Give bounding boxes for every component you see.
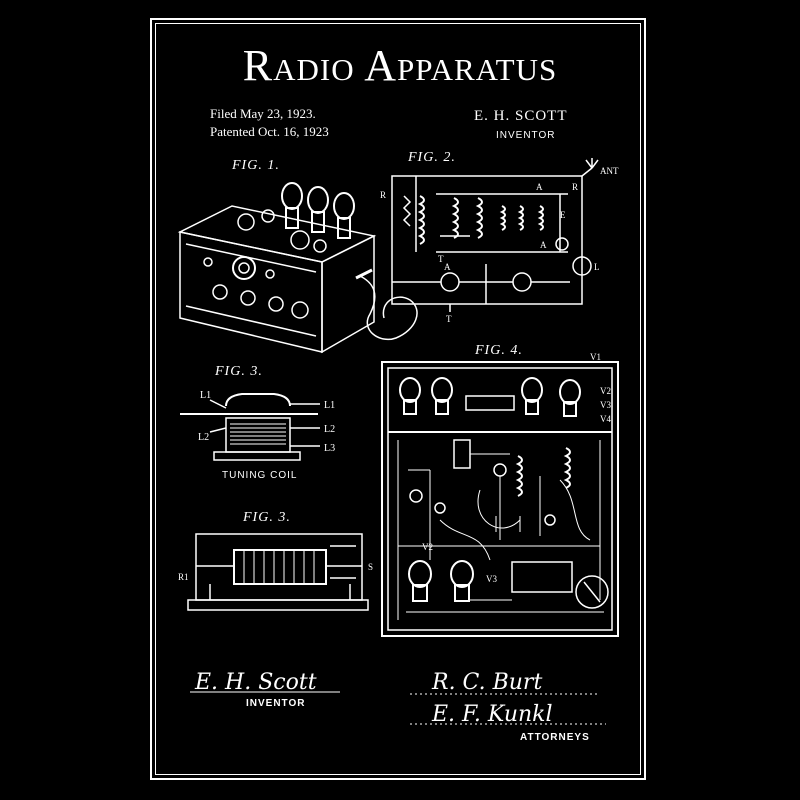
- svg-text:T: T: [446, 314, 452, 324]
- fig3-bottom-text: R1 S: [178, 562, 373, 582]
- inventor-signature: E. H. Scott: [195, 670, 317, 695]
- inventor-label: INVENTOR: [496, 130, 556, 141]
- svg-text:V3: V3: [486, 574, 497, 584]
- fig2-label: FIG. 2.: [408, 150, 456, 165]
- svg-text:A: A: [540, 240, 547, 250]
- svg-text:R: R: [572, 182, 578, 192]
- fig1-radio-box: [177, 182, 418, 354]
- svg-text:L1: L1: [324, 400, 335, 411]
- svg-text:L3: L3: [324, 443, 335, 454]
- fig4-label: FIG. 4.: [475, 343, 523, 358]
- fig4-wiring-diagram: [381, 361, 619, 637]
- fig4-text: V1 V2 V3 V4 V2 V3: [422, 352, 611, 584]
- svg-text:ANT: ANT: [600, 166, 619, 176]
- attorney-signature-1: R. C. Burt: [432, 670, 543, 695]
- fig3-tuning-coil: [180, 393, 320, 461]
- fig3-label-bottom: FIG. 3.: [243, 510, 291, 525]
- fig3-variometer: [187, 533, 369, 611]
- outer-frame: [150, 18, 646, 780]
- page-title: Radio Apparatus: [242, 41, 558, 90]
- svg-text:E: E: [560, 210, 566, 220]
- svg-text:V2: V2: [422, 542, 433, 552]
- tuning-coil-caption: TUNING COIL: [222, 470, 298, 481]
- attorney-signature-2: E. F. Kunkl: [432, 702, 553, 727]
- svg-text:R1: R1: [178, 572, 189, 582]
- svg-text:V3: V3: [600, 400, 611, 410]
- inventor-name: E. H. SCOTT: [474, 108, 568, 124]
- svg-text:L: L: [594, 262, 600, 272]
- svg-text:V2: V2: [600, 386, 611, 396]
- fig3-top-text: L1 L1 L2 L2 L3: [198, 390, 335, 454]
- svg-text:V4: V4: [600, 414, 611, 424]
- patented-date: Patented Oct. 16, 1923: [210, 124, 329, 139]
- svg-text:L2: L2: [324, 424, 335, 435]
- fig2-circuit: [391, 158, 599, 312]
- svg-text:L1: L1: [200, 390, 211, 401]
- svg-text:A: A: [444, 262, 451, 272]
- signature-lines: [190, 691, 606, 725]
- fig2-text: ANT R R A A L T T A E: [380, 166, 619, 324]
- fig3-label-top: FIG. 3.: [215, 364, 263, 379]
- svg-text:S: S: [368, 562, 373, 572]
- attorneys-label: ATTORNEYS: [520, 732, 590, 743]
- svg-text:R: R: [380, 190, 386, 200]
- svg-text:T: T: [438, 254, 444, 264]
- fig1-label: FIG. 1.: [232, 158, 280, 173]
- filed-date: Filed May 23, 1923.: [210, 106, 316, 121]
- svg-text:A: A: [536, 182, 543, 192]
- inventor-signature-label: INVENTOR: [246, 698, 306, 709]
- svg-text:V1: V1: [590, 352, 601, 362]
- inner-frame: [155, 23, 641, 775]
- svg-text:L2: L2: [198, 432, 209, 443]
